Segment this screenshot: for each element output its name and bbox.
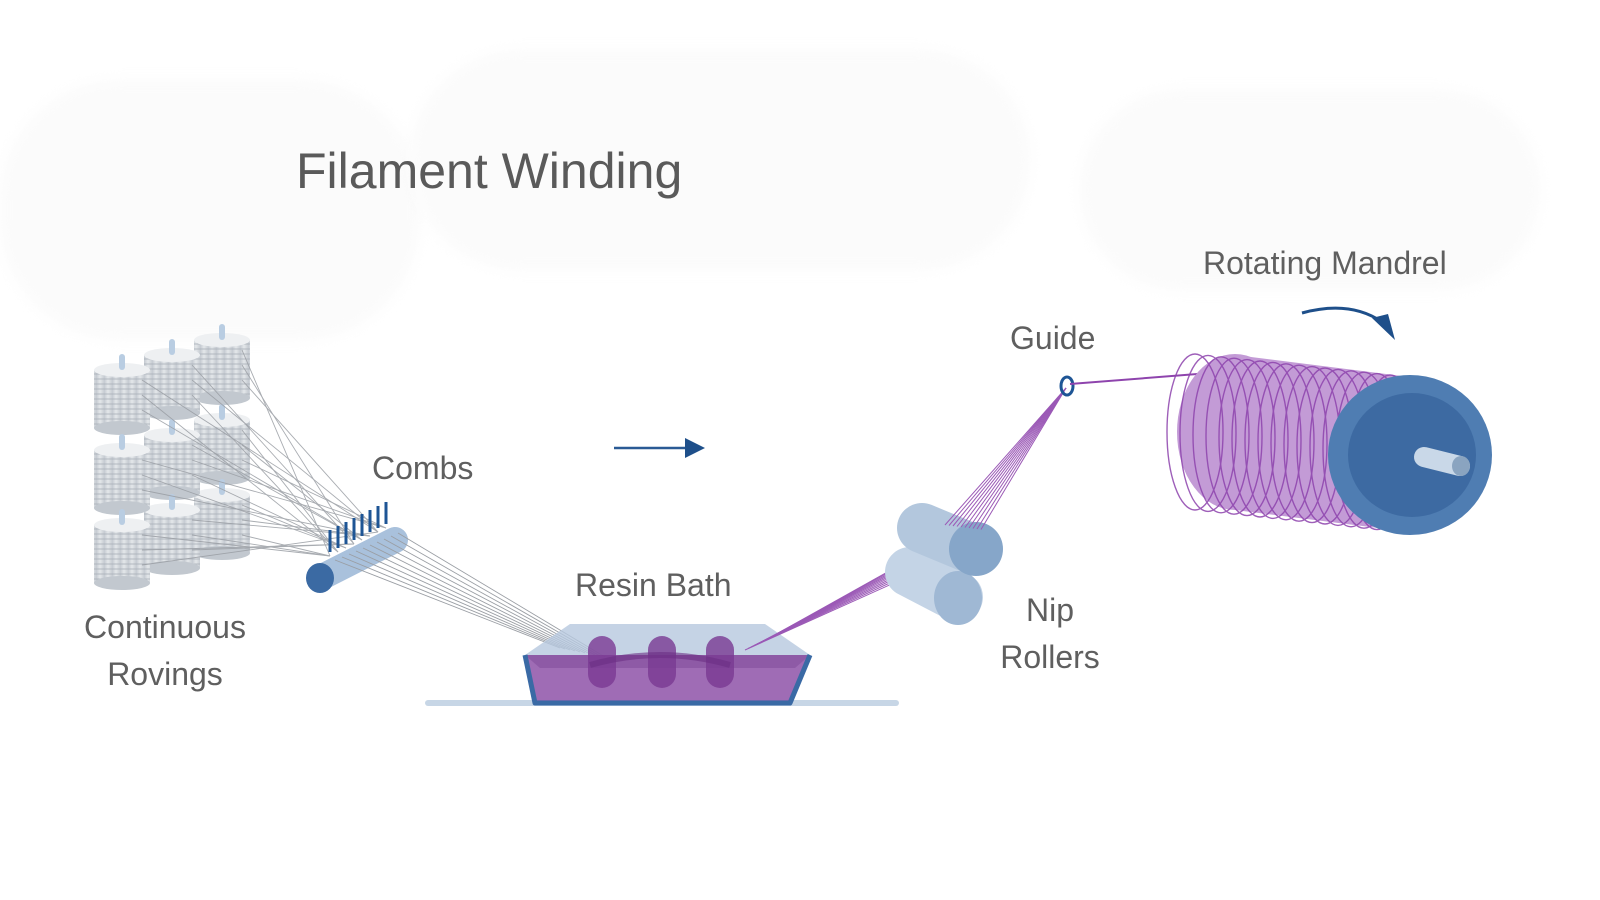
guide-ring	[1059, 375, 1075, 397]
background-blob-center	[410, 50, 1030, 270]
nip-rollers	[885, 503, 1003, 625]
roving-spool	[94, 354, 150, 435]
roving-spool	[144, 419, 200, 500]
roving-spool	[144, 494, 200, 575]
label-guide: Guide	[1010, 320, 1096, 356]
roving-spool	[94, 434, 150, 515]
resin-bath	[522, 624, 813, 706]
background-blob-left	[0, 80, 420, 340]
label-rotating-mandrel: Rotating Mandrel	[1203, 245, 1447, 281]
label-nip-rollers: Nip Rollers	[990, 587, 1110, 681]
background-blob-right	[1080, 90, 1540, 290]
roving-spool	[194, 324, 250, 405]
label-nip-rollers-line1: Nip	[1025, 592, 1074, 628]
rotating-mandrel	[1166, 353, 1492, 535]
label-continuous-rovings-line1: Continuous	[84, 609, 246, 645]
arrow-right-icon	[614, 438, 705, 458]
roving-spool	[194, 404, 250, 485]
dry-fibers	[141, 349, 387, 566]
roving-spool	[144, 339, 200, 420]
label-combs: Combs	[372, 450, 474, 486]
curved-arrow-icon	[1301, 306, 1395, 340]
comb-bar	[306, 502, 408, 593]
wet-fibers-to-guide	[944, 387, 1067, 530]
roving-spool	[94, 509, 150, 590]
label-continuous-rovings-line2: Rovings	[107, 656, 223, 692]
roving-spools	[94, 324, 250, 590]
label-resin-bath: Resin Bath	[575, 567, 732, 603]
page-title: Filament Winding	[296, 143, 683, 199]
label-continuous-rovings: Continuous Rovings	[70, 604, 260, 698]
label-nip-rollers-line2: Rollers	[1000, 639, 1100, 675]
